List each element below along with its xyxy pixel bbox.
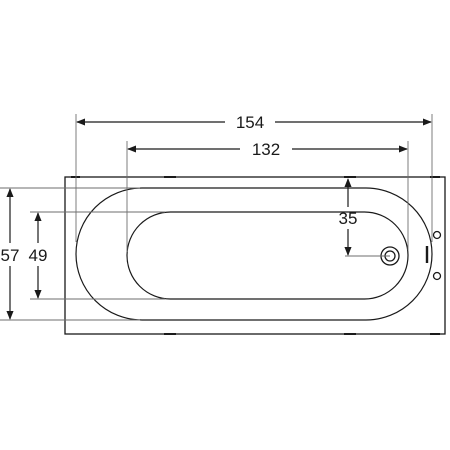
dimension-overall-length: 154 [76, 113, 432, 132]
extension-lines [0, 114, 433, 321]
dimension-overall-width: 57 [1, 188, 20, 320]
basin-floor-edge [126, 211, 409, 300]
label-overall-length: 154 [236, 113, 264, 132]
tub-outer-rim [64, 176, 446, 335]
basin-outer-edge [75, 187, 433, 321]
tap-hole-icons [432, 230, 442, 281]
label-inner-width: 49 [29, 246, 48, 265]
label-inner-length: 132 [252, 140, 280, 159]
label-overall-width: 57 [1, 246, 20, 265]
dimension-inner-length: 132 [127, 140, 408, 159]
label-drain-offset: 35 [339, 209, 358, 228]
dimension-drain-offset: 35 [339, 178, 358, 256]
dimension-inner-width: 49 [29, 212, 48, 299]
